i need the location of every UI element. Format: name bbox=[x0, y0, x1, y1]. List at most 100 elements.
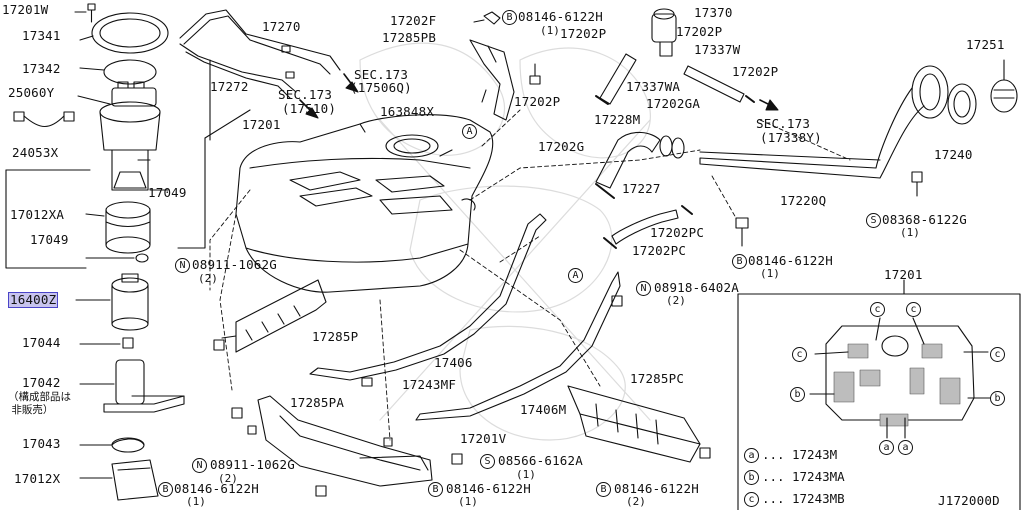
label-bolt-08146-d-qty: (1) bbox=[458, 495, 478, 508]
inset-marker-a2: a bbox=[898, 440, 913, 455]
label-17285p: 17285P bbox=[312, 329, 359, 344]
label-17272: 17272 bbox=[210, 79, 249, 94]
label-17202f: 17202F bbox=[390, 13, 437, 28]
part-17201v bbox=[383, 437, 393, 447]
pump-module bbox=[99, 81, 169, 191]
legend-dots-c: ... bbox=[762, 491, 785, 506]
cap-17251 bbox=[990, 59, 1018, 113]
label-bolt-08146-e-qty: (2) bbox=[626, 495, 646, 508]
label-17042: 17042 bbox=[22, 375, 61, 390]
filter-17012xa bbox=[85, 201, 151, 254]
legend-dots-a: ... bbox=[762, 447, 785, 462]
inset-frame bbox=[737, 279, 1021, 510]
part-17044 bbox=[79, 337, 134, 349]
nut-symbol-n3: N bbox=[192, 458, 207, 473]
bolt-08146a bbox=[529, 63, 541, 85]
label-nut-08911-b: 08911-1062G bbox=[210, 457, 295, 472]
bolt-symbol-b: B bbox=[502, 10, 517, 25]
label-nut-08911-a-qty: (2) bbox=[198, 272, 218, 285]
label-17201v: 17201V bbox=[460, 431, 507, 446]
label-17202p-3: 17202P bbox=[732, 64, 779, 79]
label-sec173-b: SEC.173 bbox=[354, 67, 409, 82]
label-17044: 17044 bbox=[22, 335, 61, 350]
bolts-lower bbox=[213, 295, 711, 497]
inset-title: 17201 bbox=[884, 267, 923, 282]
label-163848x: 163848X bbox=[380, 104, 435, 119]
legend-marker-c: c bbox=[744, 492, 759, 507]
inset-marker-b2: b bbox=[990, 391, 1005, 406]
label-nut-08911-a: 08911-1062G bbox=[192, 257, 277, 272]
phantom-lines bbox=[209, 109, 851, 441]
label-17043: 17043 bbox=[22, 436, 61, 451]
label-screw-08368-qty: (1) bbox=[900, 226, 920, 239]
fuel-lines-17270 bbox=[179, 9, 359, 119]
label-sec173-b-sub: (17506Q) bbox=[350, 80, 412, 95]
part-17043 bbox=[79, 437, 145, 453]
label-17220q: 17220Q bbox=[780, 193, 827, 208]
label-17202pc-2: 17202PC bbox=[632, 243, 687, 258]
strap-17406 bbox=[309, 213, 547, 381]
diagram-code: J172000D bbox=[938, 493, 1000, 508]
heat-shield-17285pc bbox=[567, 385, 701, 463]
label-nut-08918: 08918-6402A bbox=[654, 280, 739, 295]
label-17243mf: 17243MF bbox=[402, 377, 457, 392]
hose-17227 bbox=[603, 205, 693, 249]
inset-marker-c1: c bbox=[870, 302, 885, 317]
label-screw-08368: 08368-6122G bbox=[882, 212, 967, 227]
label-17049b: 17049 bbox=[30, 232, 69, 247]
legend-a: 17243M bbox=[792, 447, 838, 462]
bracket-17285pb bbox=[469, 11, 515, 121]
bolt-symbol-b4: B bbox=[428, 482, 443, 497]
label-17202p-1: 17202P bbox=[560, 26, 607, 41]
inset-marker-c3: c bbox=[792, 347, 807, 362]
label-17251: 17251 bbox=[966, 37, 1005, 52]
label-nut-08918-qty: (2) bbox=[666, 294, 686, 307]
callout-a-2: A bbox=[568, 268, 583, 283]
label-17406: 17406 bbox=[434, 355, 473, 370]
label-17202p-4: 17202P bbox=[514, 94, 561, 109]
callout-a-1: A bbox=[462, 124, 477, 139]
inset-marker-b1: b bbox=[790, 387, 805, 402]
inset-marker-c4: c bbox=[990, 347, 1005, 362]
label-bolt-08146-b-qty: (1) bbox=[760, 267, 780, 280]
label-sec173-c-sub: (17338Y) bbox=[760, 130, 822, 145]
label-16400z[interactable]: 16400Z bbox=[8, 292, 59, 308]
label-17201: 17201 bbox=[242, 117, 281, 132]
bolt-symbol-b2: B bbox=[732, 254, 747, 269]
label-25060y: 25060Y bbox=[8, 85, 55, 100]
bolt-symbol-b5: B bbox=[596, 482, 611, 497]
part-17012x bbox=[79, 459, 159, 501]
pump-17042 bbox=[79, 359, 185, 413]
part-17370 bbox=[651, 8, 677, 57]
label-bolt-08146-a: 08146-6122H bbox=[518, 9, 603, 24]
screw-symbol-s2: S bbox=[480, 454, 495, 469]
left-frame bbox=[5, 59, 251, 269]
legend-dots-b: ... bbox=[762, 469, 785, 484]
cap-17240 bbox=[947, 83, 977, 125]
screw-17201w bbox=[74, 3, 96, 23]
legend-marker-b: b bbox=[744, 470, 759, 485]
inset-tank bbox=[809, 317, 995, 439]
label-17341: 17341 bbox=[22, 28, 61, 43]
label-bolt-08146-b: 08146-6122H bbox=[748, 253, 833, 268]
label-17202p-2: 17202P bbox=[676, 24, 723, 39]
bolt-symbol-b3: B bbox=[158, 482, 173, 497]
label-screw-08566: 08566-6162A bbox=[498, 453, 583, 468]
label-nut-08911-b-qty: (2) bbox=[218, 472, 238, 485]
label-17202ga: 17202GA bbox=[646, 96, 701, 111]
label-17270: 17270 bbox=[262, 19, 301, 34]
label-bolt-08146-e: 08146-6122H bbox=[614, 481, 699, 496]
strap-17406m bbox=[415, 271, 621, 421]
label-17202pc-1: 17202PC bbox=[650, 225, 705, 240]
label-17337w: 17337W bbox=[694, 42, 741, 57]
legend-b: 17243MA bbox=[792, 469, 845, 484]
label-17227: 17227 bbox=[622, 181, 661, 196]
nut-symbol-n2: N bbox=[636, 281, 651, 296]
screw-08368 bbox=[911, 171, 923, 197]
label-24053x: 24053X bbox=[12, 145, 59, 160]
label-sec173-a-sub: (17510) bbox=[282, 101, 337, 116]
label-17406m: 17406M bbox=[520, 402, 567, 417]
label-screw-08566-qty: (1) bbox=[516, 468, 536, 481]
label-17285pc: 17285PC bbox=[630, 371, 685, 386]
